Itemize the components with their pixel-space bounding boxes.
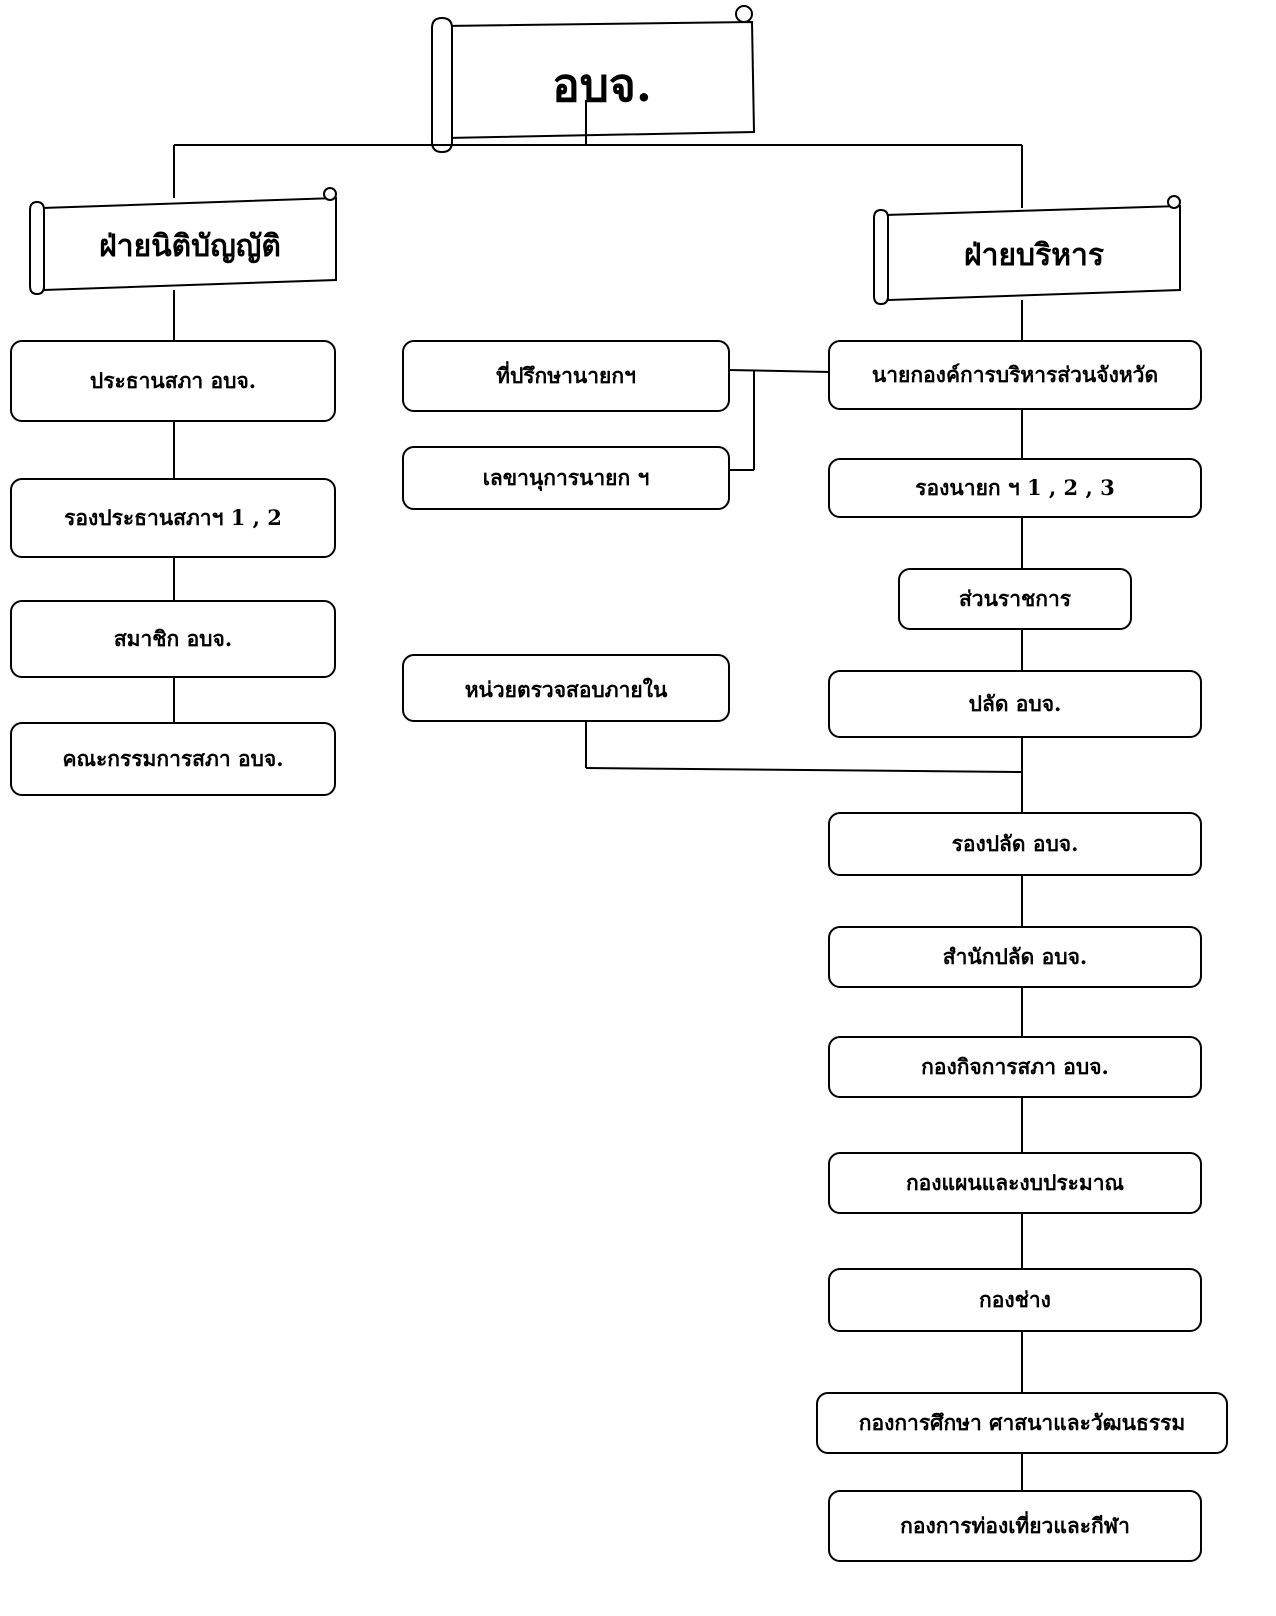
exe-box-8: กองช่าง: [828, 1268, 1202, 1332]
audit-box: หน่วยตรวจสอบภายใน: [402, 654, 730, 722]
root-label: อบจ.: [552, 57, 652, 112]
advisor-box: ที่ปรึกษานายกฯ: [402, 340, 730, 412]
exe-box-10: กองการท่องเที่ยวและกีฬา: [828, 1490, 1202, 1562]
root-scroll-curl: [735, 5, 753, 23]
legislative-scroll-curl: [323, 187, 337, 201]
root-scroll-roll-left: [431, 16, 453, 154]
legislative-scroll-roll-left: [29, 200, 45, 296]
exe-box-7: กองแผนและงบประมาณ: [828, 1152, 1202, 1214]
advisor-link: [727, 369, 831, 373]
leg-box-1: รองประธานสภาฯ 1 , 2: [10, 478, 336, 558]
exe-box-1: รองนายก ฯ 1 , 2 , 3: [828, 458, 1202, 518]
exe-box-0: นายกองค์การบริหารส่วนจังหวัด: [828, 340, 1202, 410]
leg-box-0: ประธานสภา อบจ.: [10, 340, 336, 422]
exe-box-2: ส่วนราชการ: [898, 568, 1132, 630]
exe-box-3: ปลัด อบจ.: [828, 670, 1202, 738]
exe-box-5: สำนักปลัด อบจ.: [828, 926, 1202, 988]
exe-box-9: กองการศึกษา ศาสนาและวัฒนธรรม: [816, 1392, 1228, 1454]
executive-scroll-roll-left: [873, 208, 889, 306]
leg-box-2: สมาชิก อบจ.: [10, 600, 336, 678]
executive-scroll-curl: [1167, 195, 1181, 209]
exe-box-6: กองกิจการสภา อบจ.: [828, 1036, 1202, 1098]
exe-box-4: รองปลัด อบจ.: [828, 812, 1202, 876]
audit-link: [585, 767, 1023, 773]
secretary-box: เลขานุการนายก ฯ: [402, 446, 730, 510]
executive-header: ฝ่ายบริหาร: [964, 237, 1104, 273]
leg-box-3: คณะกรรมการสภา อบจ.: [10, 722, 336, 796]
legislative-header: ฝ่ายนิติบัญญัติ: [99, 228, 281, 264]
